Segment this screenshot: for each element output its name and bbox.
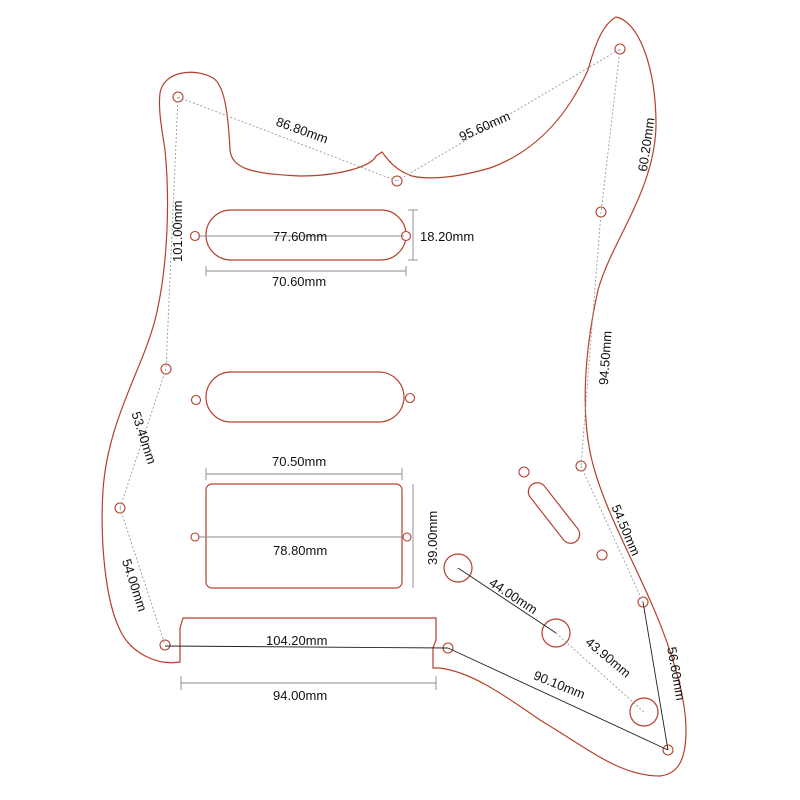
label-left-middle: 53.40mm [128, 410, 159, 466]
dim-line [119, 507, 166, 646]
dim-line [580, 465, 644, 603]
dim-line [457, 567, 557, 634]
label-right-upper: 60.20mm [635, 117, 657, 173]
middle-pickup-screw-left [190, 394, 202, 406]
label-right-bottom: 56.60mm [664, 646, 688, 702]
small-hole [518, 466, 530, 478]
middle-pickup-screw-right [404, 392, 416, 404]
humbucker-screw-right [402, 532, 412, 542]
label-top-right-diag: 95.60mm [457, 108, 513, 144]
label-bottom-holes: 104.20mm [266, 633, 327, 648]
humbucker-cutout [205, 483, 403, 589]
label-right-lower: 54.50mm [608, 502, 643, 558]
switch-slot [527, 482, 581, 544]
label-neck-pickup-height: 18.20mm [420, 229, 474, 244]
mounting-screws [114, 43, 674, 756]
label-pot-1-2: 44.00mm [487, 575, 541, 617]
label-left-upper: 101.00mm [170, 201, 185, 262]
dim-line [165, 96, 179, 370]
label-humbucker-width: 70.50mm [272, 454, 326, 469]
dim-line [396, 48, 621, 182]
label-neck-pickup-width: 70.60mm [272, 274, 326, 289]
pickguard-outline [101, 16, 687, 777]
dim-line [447, 647, 669, 751]
label-humbucker-height: 39.00mm [425, 511, 440, 565]
label-neck-pickup-holes: 77.60mm [273, 229, 327, 244]
label-humbucker-holes: 78.80mm [273, 543, 327, 558]
dim-line [119, 368, 167, 509]
label-right-middle: 94.50mm [596, 330, 615, 385]
label-bottom-diag: 90.10mm [531, 668, 587, 702]
dim-line [600, 48, 621, 213]
label-bottom-cut-width: 94.00mm [273, 688, 327, 703]
tone-pot-hole-2 [629, 697, 659, 727]
dim-line [580, 211, 602, 467]
humbucker-screw-left [190, 532, 200, 542]
dim-line [642, 601, 669, 751]
label-top-left-diag: 86.80mm [274, 114, 330, 147]
dimension-lines [119, 48, 669, 751]
dim-line [177, 96, 398, 182]
small-hole [596, 549, 608, 561]
label-pot-2-3: 43.90mm [583, 634, 634, 680]
middle-pickup-cutout [205, 371, 405, 423]
dim-line [164, 645, 449, 649]
